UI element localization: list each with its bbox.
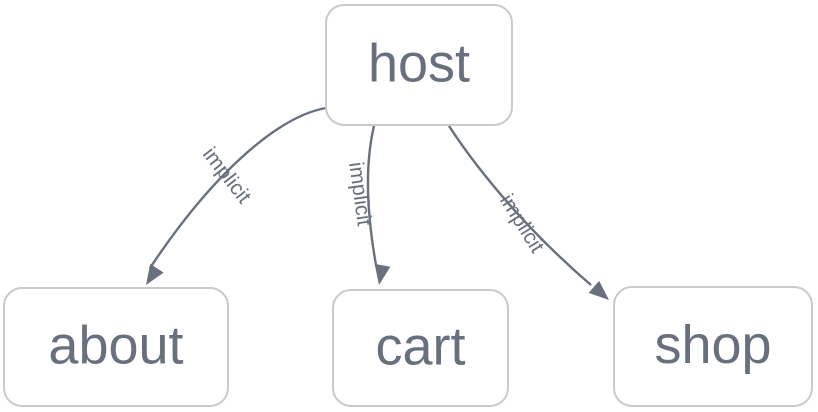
edge-arrowhead-host-cart	[374, 263, 391, 285]
node-label-cart: cart	[375, 316, 465, 376]
node-box-host[interactable]	[325, 4, 513, 126]
edges-layer	[146, 106, 609, 300]
node-cart[interactable]: cart	[332, 289, 509, 407]
edge-host-shop	[447, 125, 609, 300]
node-box-about[interactable]	[3, 287, 229, 407]
node-label-shop: shop	[654, 315, 771, 375]
edge-label-host-cart: implicit	[344, 160, 376, 227]
edge-host-cart	[366, 125, 391, 285]
node-label-host: host	[368, 33, 470, 93]
edge-arrowhead-host-about	[146, 263, 164, 285]
nodes-layer: host about cart shop	[3, 4, 813, 407]
edge-label-host-shop: implicit	[495, 190, 549, 257]
node-host[interactable]: host	[325, 4, 513, 126]
edge-line-host-shop	[447, 125, 592, 286]
node-about[interactable]: about	[3, 287, 229, 407]
node-box-shop[interactable]	[613, 286, 813, 407]
node-shop[interactable]: shop	[613, 286, 813, 407]
edge-line-host-cart	[366, 125, 378, 266]
edge-line-host-about	[149, 106, 327, 269]
node-label-about: about	[48, 315, 183, 375]
edge-host-about	[146, 106, 327, 285]
edge-arrowhead-host-shop	[588, 280, 609, 300]
node-box-cart[interactable]	[332, 289, 509, 407]
